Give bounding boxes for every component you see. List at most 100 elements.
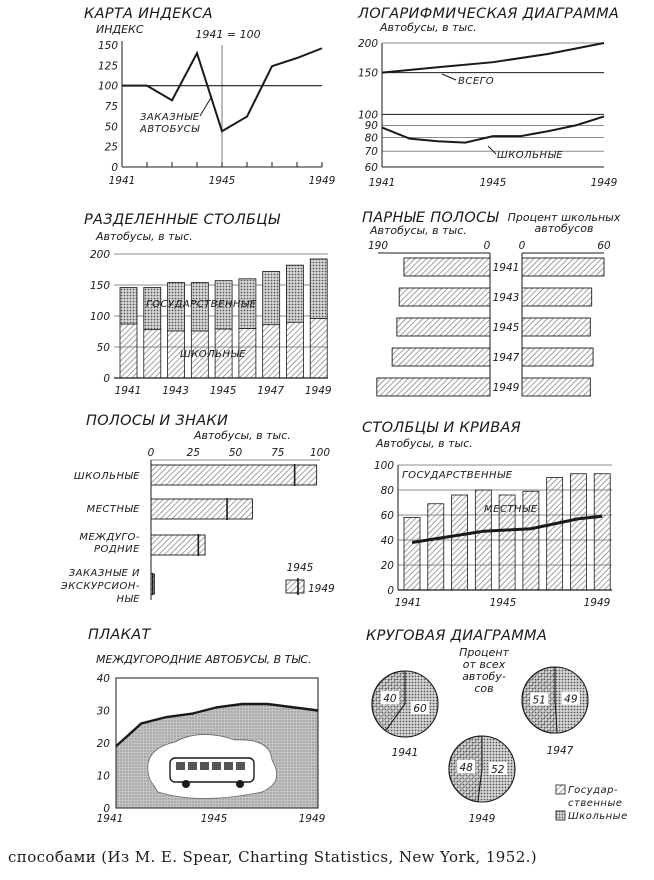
slice-value-label: 51 (532, 694, 545, 706)
legend-label: Школьные (568, 811, 628, 822)
plot-frame (115, 677, 319, 809)
y-axis-label: Автобусы, в тыс. (95, 230, 193, 243)
bus-window (224, 762, 233, 770)
category-label: 1947 (493, 352, 520, 364)
category-label: МЕСТНЫЕ (86, 504, 140, 515)
x-tick-label: 50 (229, 447, 243, 459)
slice-value-label: 48 (460, 762, 474, 774)
series-label: ГОСУДАРСТВЕННЫЕ (402, 470, 513, 481)
right-bar-1947 (521, 347, 594, 367)
right-bar-1949 (521, 377, 591, 397)
slice-label-bg (561, 691, 580, 705)
bus-window (188, 762, 197, 770)
slice-value-label: 49 (564, 694, 578, 706)
category-label: ЭКСКУРСИОН- (60, 581, 140, 592)
source-caption: способами (Из М. Е. Spear, Charting Stat… (8, 848, 538, 866)
bar-1947 (546, 477, 564, 591)
x-tick-label: 1945 (490, 597, 517, 609)
category-label: 1941 (493, 262, 520, 274)
y-tick-label: 80 (381, 485, 395, 497)
chart-title: КАРТА ИНДЕКСА (84, 6, 213, 22)
chart-title: ПАРНЫЕ ПОЛОСЫ (362, 210, 499, 226)
pie-year-label: 1947 (547, 745, 574, 757)
series-line (122, 47, 323, 133)
right-axis-label: Процент школьных (508, 211, 621, 224)
y-tick-label: 100 (98, 81, 118, 93)
bar-1949-2 (150, 534, 206, 556)
category-label: 1949 (493, 382, 520, 394)
y-tick-label: 0 (103, 373, 110, 385)
left-bar-1945 (396, 317, 491, 337)
annotation-label: АВТОБУСЫ (139, 124, 200, 135)
center-label: сов (474, 682, 493, 695)
category-label: РОДНИЕ (94, 544, 140, 555)
bus-window (236, 762, 245, 770)
left-bar-1941 (403, 257, 491, 277)
bar-state-1942 (143, 287, 162, 331)
label-leader (487, 145, 497, 155)
center-label: Процент (459, 646, 509, 659)
bar-state-1944 (190, 282, 209, 332)
series-line-0 (381, 42, 605, 74)
chart-title: ПОЛОСЫ И ЗНАКИ (86, 413, 228, 429)
x-tick-label: 1949 (309, 175, 336, 187)
left-axis-label: Автобусы, в тыс. (369, 224, 467, 237)
bar-1948 (570, 473, 587, 591)
bar-state-1948 (286, 264, 304, 323)
slice-label-bg (530, 692, 549, 706)
left-tick-label: 0 (484, 240, 491, 252)
x-tick-label: 1949 (299, 813, 326, 825)
bar-state-1946 (238, 278, 257, 329)
right-bar-1941 (521, 257, 605, 277)
y-axis-label: МЕЖДУГОРОДНИЕ АВТОБУСЫ, В ТЫС. (96, 653, 312, 666)
slice-value-label: 40 (383, 693, 397, 705)
y-tick-label: 10 (97, 771, 111, 783)
legend-swatch-state (555, 784, 566, 795)
slice-value-label: 60 (413, 703, 427, 715)
x-tick-label: 0 (148, 447, 155, 459)
x-tick-label: 1943 (162, 385, 189, 397)
y-tick-label: 100 (358, 109, 378, 121)
x-tick-label: 1949 (591, 177, 618, 189)
y-axis-label: Автобусы, в тыс. (379, 21, 477, 34)
bar-1942 (427, 503, 445, 591)
chart-title: РАЗДЕЛЕННЫЕ СТОЛБЦЫ (84, 212, 281, 228)
right-axis-label: автобусов (535, 222, 594, 235)
x-tick-label: 1941 (115, 385, 142, 397)
y-tick-label: 0 (111, 162, 118, 174)
legend-bar (285, 579, 305, 594)
bar-state-1947 (262, 270, 281, 326)
legend-swatch-school (555, 810, 566, 821)
right-bar-1943 (521, 287, 593, 307)
y-tick-label: 40 (97, 673, 111, 685)
y-tick-label: 50 (97, 342, 111, 354)
bar-1943 (451, 494, 468, 591)
y-tick-label: 150 (90, 280, 110, 292)
x-tick-label: 100 (310, 447, 330, 459)
x-tick-label: 1945 (201, 813, 228, 825)
bar-state-1941 (119, 287, 138, 325)
y-tick-label: 50 (105, 121, 119, 133)
index-base-note: 1941 = 100 (195, 28, 260, 41)
bus-wheel (182, 780, 190, 788)
left-tick-label: 190 (368, 240, 388, 252)
left-bar-1943 (398, 287, 491, 307)
y-tick-label: 125 (98, 60, 118, 72)
y-tick-label: 60 (381, 510, 395, 522)
chart-title: ЛОГАРИФМИЧЕСКАЯ ДИАГРАММА (357, 6, 619, 22)
bar-school-1942 (143, 329, 162, 379)
y-tick-label: 150 (358, 68, 378, 80)
bar-school-1948 (286, 321, 304, 379)
bar-school-1941 (119, 323, 138, 379)
y-tick-label: 30 (97, 706, 111, 718)
legend-start-label: 1945 (287, 562, 314, 574)
category-label: ШКОЛЬНЫЕ (74, 471, 140, 482)
left-bar-1947 (391, 347, 491, 367)
bar-1949-0 (150, 464, 318, 486)
legend-label: ственные (568, 798, 623, 809)
y-tick-label: 0 (387, 585, 394, 597)
center-label: автобу- (462, 670, 506, 683)
y-tick-label: 20 (381, 560, 395, 572)
pie-year-label: 1949 (469, 813, 496, 825)
